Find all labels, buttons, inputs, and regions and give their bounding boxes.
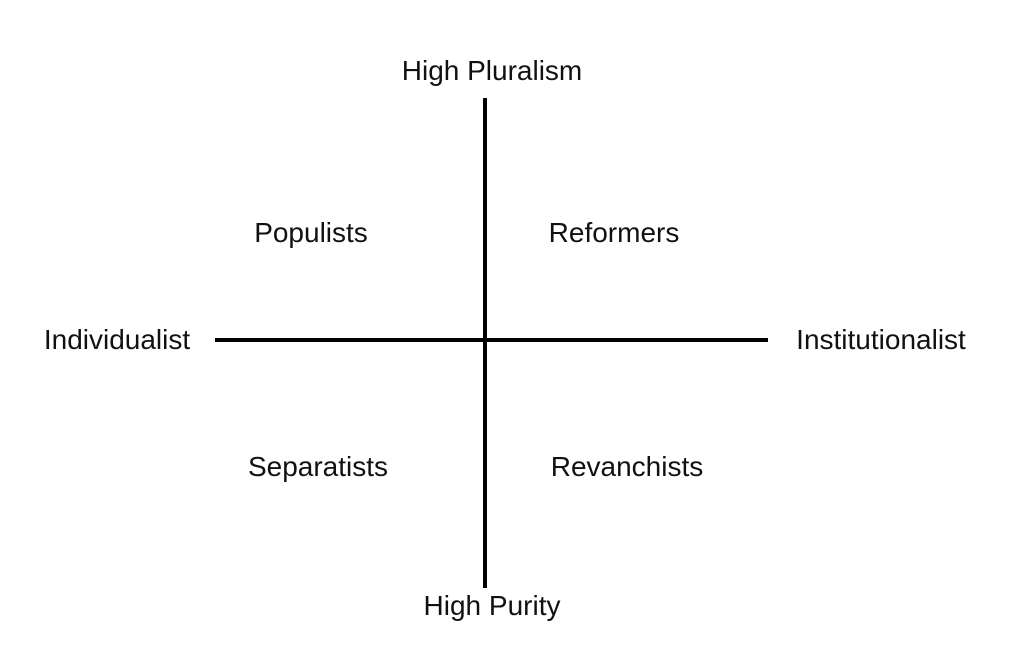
vertical-axis-top-label: High Pluralism (401, 55, 583, 87)
quadrant-label-bottom-right: Revanchists (550, 451, 704, 483)
quadrant-label-top-right: Reformers (548, 217, 680, 249)
horizontal-axis-left-label: Individualist (43, 324, 191, 356)
horizontal-axis-right-label: Institutionalist (796, 324, 966, 356)
vertical-axis-bottom-label: High Purity (423, 590, 561, 622)
vertical-axis-line (483, 98, 487, 588)
quadrant-label-bottom-left: Separatists (247, 451, 389, 483)
quadrant-label-top-left: Populists (254, 217, 368, 249)
horizontal-axis-line (215, 338, 768, 342)
